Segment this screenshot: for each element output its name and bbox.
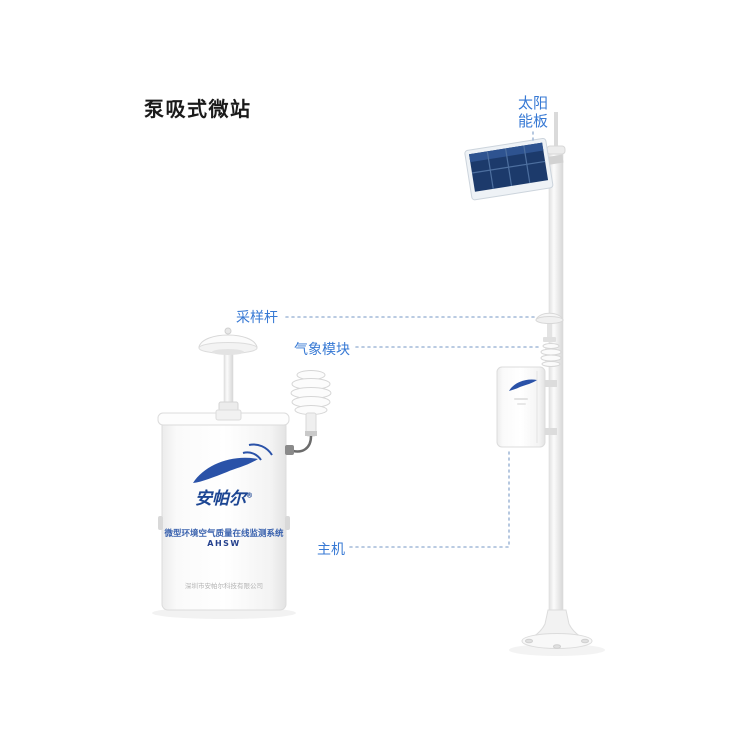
box-clamp-bottom (542, 428, 557, 435)
pole-antenna-rod (554, 112, 558, 156)
callout-dotted-lines (285, 131, 539, 548)
brand-name: 安帕尔 (195, 489, 246, 509)
cabinet-right-latch (285, 516, 290, 530)
pole-sampler-collar (543, 337, 556, 342)
cabinet-fine-print: 深圳市安帕尔科技有限公司 (185, 582, 263, 590)
brand-text: 安帕尔® (195, 484, 253, 509)
weather-plate (541, 361, 561, 367)
weather-plate (540, 354, 562, 362)
pole-shadow (509, 644, 605, 656)
box-clamp-top (542, 380, 557, 387)
cabinet-left-latch (158, 516, 163, 530)
pole-sampling-head (535, 312, 564, 342)
box-logo-swoosh-icon (509, 379, 537, 391)
label-main-unit: 主机 (317, 542, 345, 558)
left-sampling-rod (198, 327, 258, 421)
pole-mounted-box (496, 366, 557, 448)
pole-base-flange (521, 609, 593, 649)
solar-panel (464, 137, 564, 201)
brand-logo-swoosh-icon (193, 443, 273, 483)
weather-plate (542, 343, 560, 349)
sensor-cable (292, 435, 313, 453)
box-text-mark (517, 403, 526, 405)
weather-sensor-band (305, 431, 317, 436)
label-weather-module: 气象模块 (294, 342, 350, 358)
box-text-mark (514, 398, 528, 400)
sampling-head-finial (224, 327, 232, 335)
label-sampling-rod: 采样杆 (236, 310, 278, 326)
cable-connector (285, 445, 294, 455)
weather-plate (540, 348, 562, 356)
solar-panel-grid (471, 145, 546, 189)
base-bolt (525, 638, 533, 644)
box-body (496, 366, 546, 448)
left-weather-sensor (285, 370, 332, 455)
registered-mark: ® (246, 491, 253, 500)
sampling-head-shadow (212, 349, 244, 355)
dotted-line-main-unit (349, 450, 510, 548)
page-title: 泵吸式微站 (144, 97, 252, 121)
pole-top-cap (546, 145, 566, 155)
pole-sampler-stem (547, 322, 552, 340)
label-solar-panel: 太阳能板 (518, 94, 549, 130)
sampling-rod-mount (215, 409, 242, 421)
pole-weather-sensor (540, 343, 562, 367)
pole-sampler-rim (535, 316, 564, 324)
base-bolt (553, 644, 561, 649)
cabinet-model: AHSW (207, 539, 241, 548)
cabinet-product-name: 微型环境空气质量在线监测系统 (164, 529, 284, 539)
base-bolt (581, 638, 589, 644)
